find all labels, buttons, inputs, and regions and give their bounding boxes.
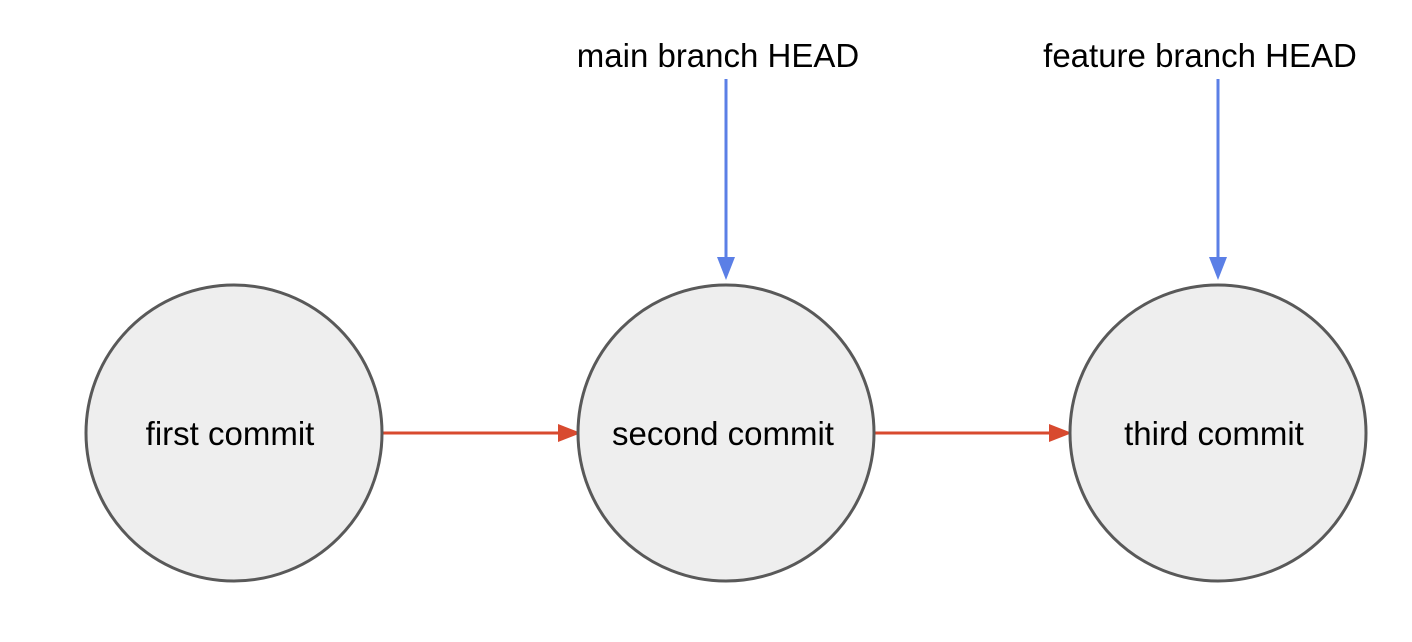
feature-branch-head-pointer: feature branch HEAD — [1043, 37, 1357, 280]
main-branch-head-label: main branch HEAD — [577, 37, 859, 74]
main-branch-head-pointer: main branch HEAD — [577, 37, 859, 280]
edge-arrowhead — [558, 424, 581, 442]
commit-node-third: third commit — [1068, 283, 1368, 583]
pointer-arrowhead — [717, 257, 735, 280]
pointer-arrowhead — [1209, 257, 1227, 280]
feature-branch-head-label: feature branch HEAD — [1043, 37, 1357, 74]
edge-first-to-second — [383, 424, 581, 442]
commit-node-second: second commit — [576, 283, 876, 583]
commit-label: first commit — [146, 415, 315, 452]
commit-label: third commit — [1124, 415, 1304, 452]
commit-circle — [576, 283, 876, 583]
commit-node-first: first commit — [84, 283, 384, 583]
commit-label: second commit — [612, 415, 834, 452]
commit-circle — [1068, 283, 1368, 583]
edge-second-to-third — [875, 424, 1072, 442]
edge-arrowhead — [1049, 424, 1072, 442]
commit-circle — [84, 283, 384, 583]
